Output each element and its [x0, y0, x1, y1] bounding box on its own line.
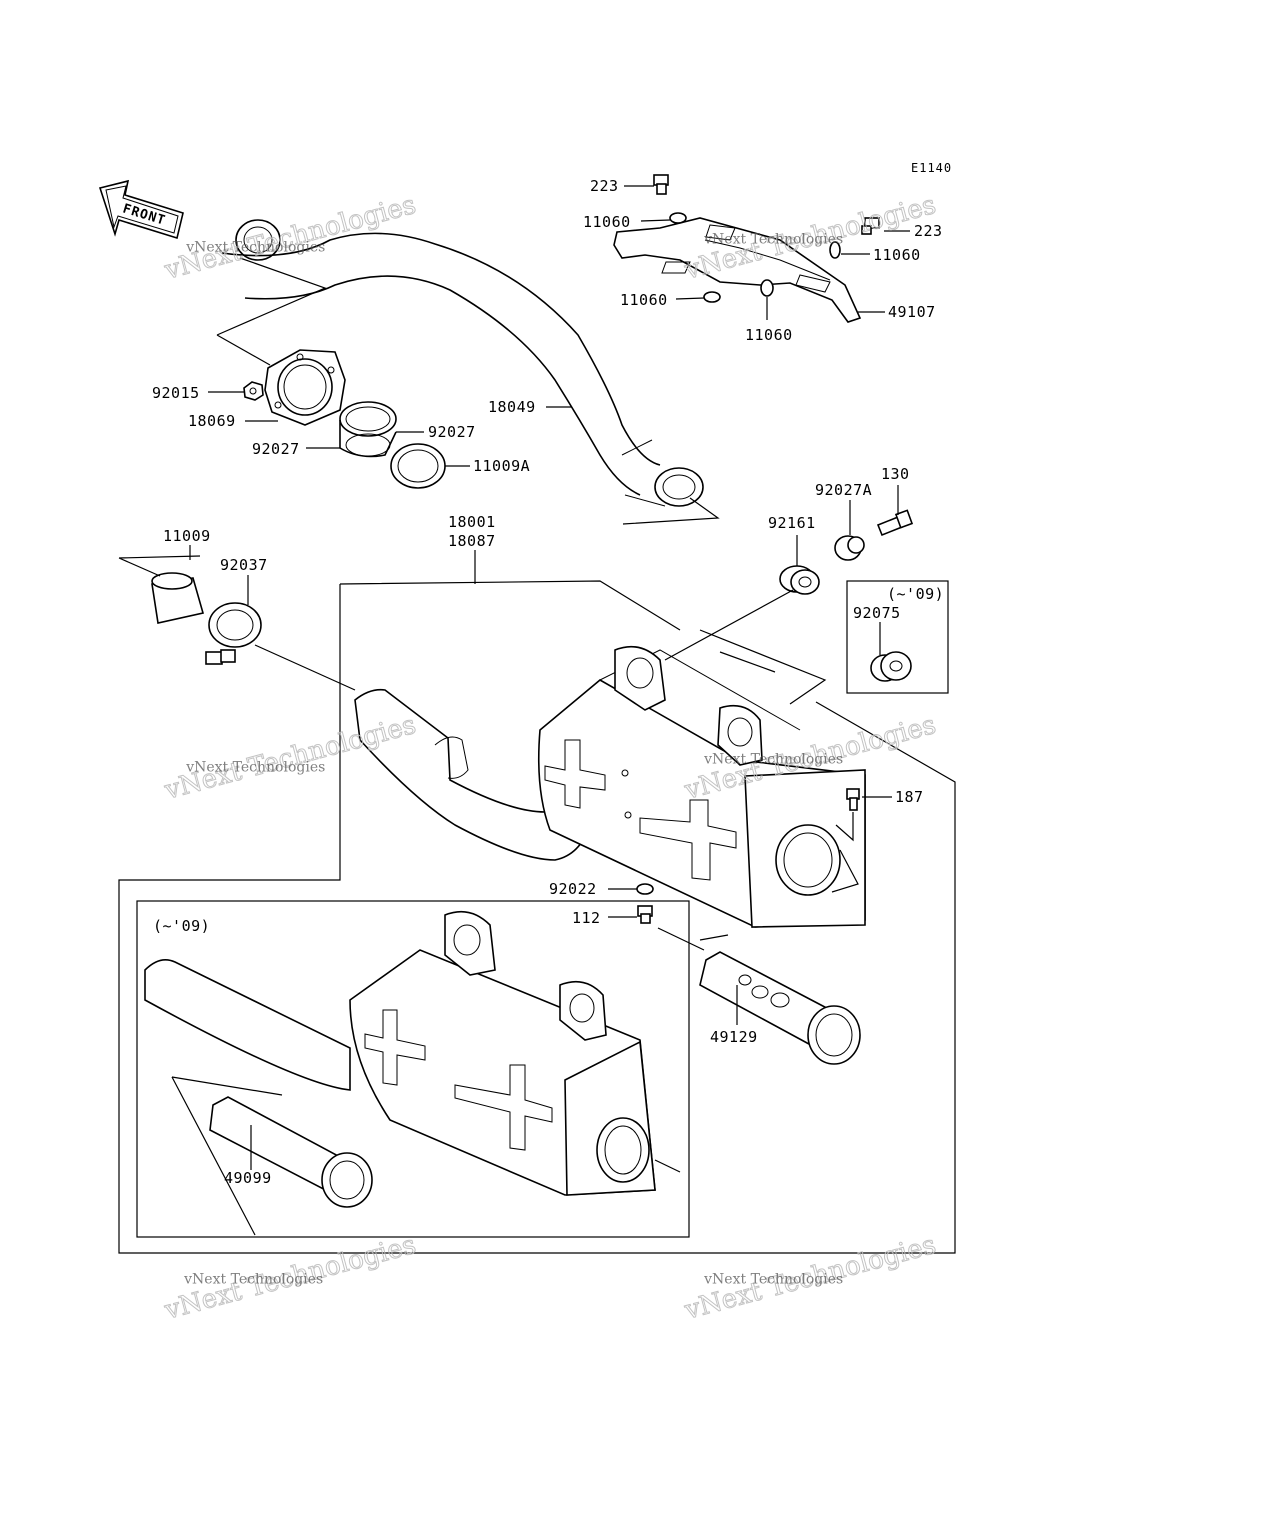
label-11060-bottom: 11060: [745, 326, 793, 344]
label-49107: 49107: [888, 303, 936, 321]
label-18001: 18001: [448, 513, 496, 531]
bolt-187-icon: [835, 788, 860, 842]
label-18049: 18049: [488, 398, 536, 416]
watermark-text: vNext Technologies: [703, 752, 843, 768]
watermark-text: vNext Technologies: [183, 1272, 323, 1288]
gasket-11009a: [390, 443, 446, 489]
label-130: 130: [881, 465, 910, 483]
label-18087: 18087: [448, 532, 496, 550]
grommet-92075-icon: [870, 651, 912, 682]
muffler-group-outline: [118, 580, 956, 1254]
label-49129: 49129: [710, 1028, 758, 1046]
label-92161: 92161: [768, 514, 816, 532]
spark-arrester-49099: [171, 1076, 373, 1208]
nut-92015-icon: [243, 381, 264, 401]
label-112: 112: [572, 909, 601, 927]
label-18069: 18069: [188, 412, 236, 430]
part-labels: 223 11060 223 11060 11060 11060 49107 92…: [152, 177, 944, 1187]
watermark-outline: vNext Technologies: [161, 190, 419, 286]
nut-11060-left-icon: [703, 291, 721, 303]
muffler-main: [354, 645, 866, 928]
muffler-inset: [144, 910, 681, 1196]
label-223-top: 223: [590, 177, 619, 195]
spark-arrester-49129: [657, 927, 861, 1065]
gasket-11009: [151, 572, 205, 624]
label-92037: 92037: [220, 556, 268, 574]
plug-112-icon: [637, 905, 653, 924]
clamp-92037: [205, 602, 356, 691]
exhaust-pipe-18049: [221, 219, 704, 507]
label-variant-09: (~'09): [887, 585, 944, 603]
nut-11060-right-icon: [829, 241, 841, 259]
label-11009a: 11009A: [473, 457, 530, 475]
diagram-code: E1140: [911, 161, 952, 175]
flange-18069: [264, 349, 346, 426]
bolt-130-icon: [876, 509, 914, 537]
bolt-223-top-icon: [653, 174, 669, 195]
label-92027a: 92027A: [815, 481, 872, 499]
watermark-text: vNext Technologies: [703, 1272, 843, 1288]
label-92075: 92075: [853, 604, 901, 622]
watermark-text: vNext Technologies: [185, 239, 325, 255]
collar-92027a-icon: [834, 535, 865, 561]
label-49099: 49099: [224, 1169, 272, 1187]
label-187: 187: [895, 788, 924, 806]
watermark-text: vNext Technologies: [703, 232, 843, 248]
label-11060-right: 11060: [873, 246, 921, 264]
gasket-92027-pair: [339, 401, 397, 458]
front-arrow-icon: FRONT: [98, 179, 184, 240]
label-11060-top: 11060: [583, 213, 631, 231]
label-11009: 11009: [163, 527, 211, 545]
watermark-text: vNext Technologies: [185, 759, 325, 775]
label-223-right: 223: [914, 222, 943, 240]
nut-11060-top-icon: [669, 212, 687, 224]
label-92022: 92022: [549, 880, 597, 898]
nut-11060-bottom-icon: [760, 279, 774, 297]
label-92015: 92015: [152, 384, 200, 402]
label-11060-left: 11060: [620, 291, 668, 309]
heat-guard-49107: [613, 217, 862, 323]
grommet-92161-icon: [779, 565, 820, 595]
bolt-223-right-icon: [861, 217, 880, 235]
washer-92022-icon: [636, 883, 654, 895]
label-92027-right: 92027: [428, 423, 476, 441]
variant-box-09: [846, 580, 949, 694]
inset-box-09: [136, 900, 690, 1238]
leader-lines: [189, 185, 910, 1170]
label-92027-left: 92027: [252, 440, 300, 458]
label-inset-09: (~'09): [153, 917, 210, 935]
